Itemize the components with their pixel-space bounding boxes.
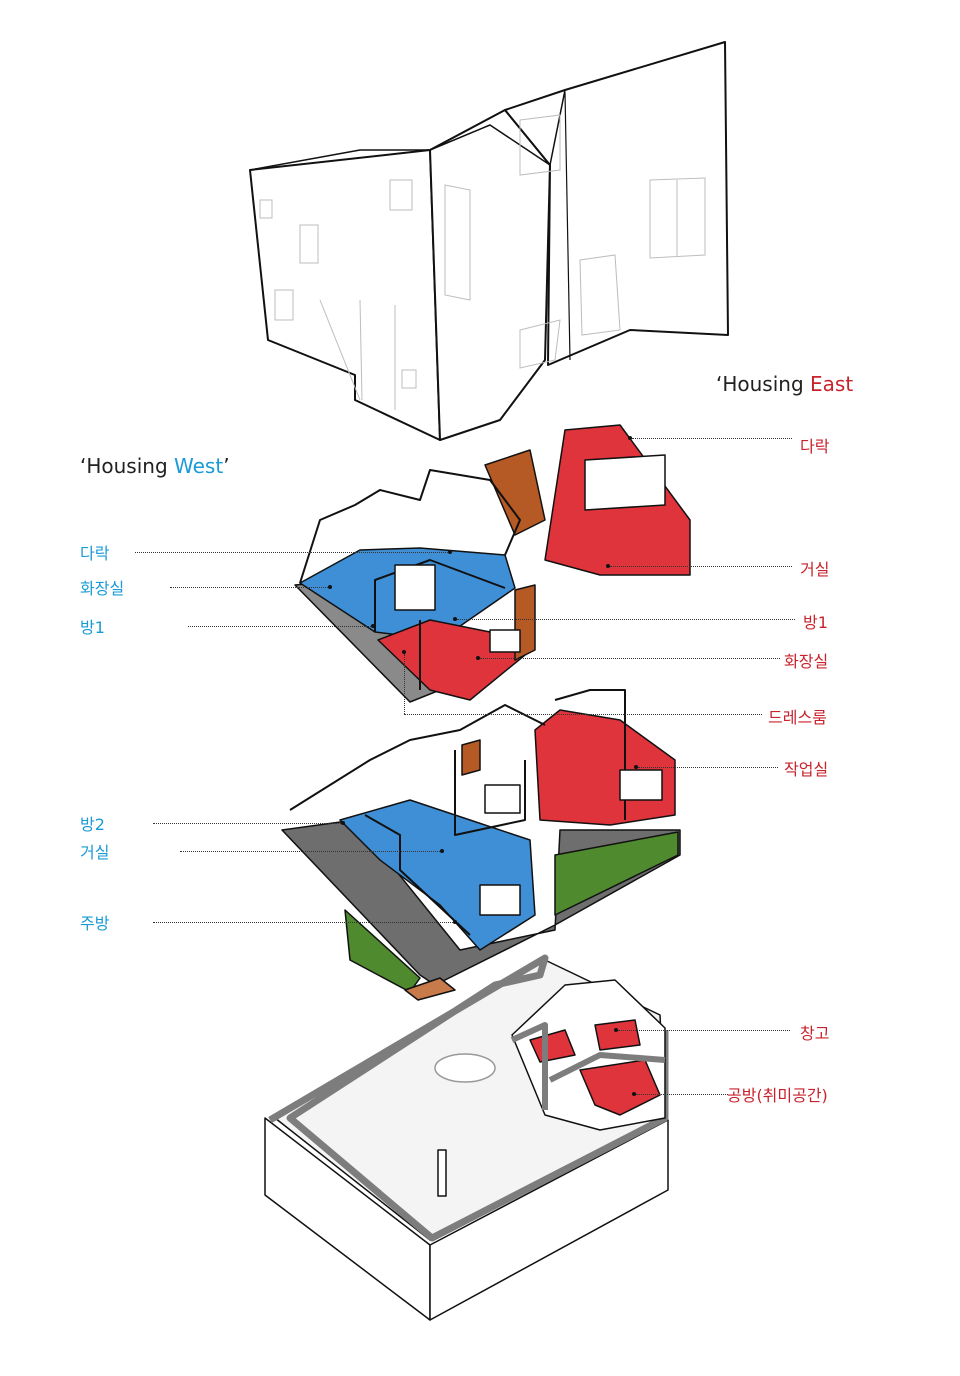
east-leader-attic — [632, 438, 792, 439]
west-dot-attic — [448, 550, 452, 554]
west-leader-bathroom — [170, 587, 330, 588]
upper-wood-stair — [484, 449, 546, 536]
west-leader-room2 — [153, 823, 343, 824]
west-label-bathroom: 화장실 — [80, 579, 125, 598]
basement-front-side — [429, 1119, 669, 1321]
west-label-attic: 다락 — [80, 544, 110, 563]
west-label-living: 거실 — [80, 843, 110, 862]
east-label-bathroom: 화장실 — [784, 652, 829, 671]
basement-perimeter-wall — [268, 954, 669, 1242]
east-label-storage: 창고 — [800, 1024, 830, 1043]
housing-east-title-highlight: East — [810, 372, 854, 396]
main-floor — [281, 689, 681, 1001]
east-leader-dressroom — [404, 714, 762, 715]
east-label-workshop: 공방(취미공간) — [727, 1086, 828, 1105]
roof-mid-face — [429, 109, 551, 441]
east-dot-dressroom — [402, 650, 406, 654]
west-dot-living — [440, 849, 444, 853]
east-label-attic: 다락 — [800, 437, 830, 456]
east-label-room1: 방1 — [803, 613, 828, 632]
west-dot-kitchen — [453, 920, 457, 924]
roof-massing — [249, 41, 729, 441]
east-leader-room1 — [457, 619, 795, 620]
basement-stair-red — [529, 1029, 576, 1063]
west-leader-living — [180, 851, 442, 852]
main-wood-path — [404, 977, 456, 1001]
roof-east-face — [504, 41, 729, 366]
housing-east-title: ‘Housing East — [716, 372, 853, 396]
housing-west-title-suffix: ’ — [223, 454, 230, 478]
upper-east-white-block — [584, 454, 666, 511]
housing-west-title: ‘Housing West’ — [80, 454, 230, 478]
east-label-living: 거실 — [800, 560, 830, 579]
west-label-room1: 방1 — [80, 618, 105, 637]
east-dot-storage — [614, 1028, 618, 1032]
housing-west-title-highlight: West — [174, 454, 224, 478]
east-dot-bathroom — [476, 656, 480, 660]
west-label-kitchen: 주방 — [80, 914, 110, 933]
west-leader-kitchen — [153, 922, 455, 923]
east-vleader-dressroom — [404, 654, 405, 714]
main-lawn-east — [554, 831, 679, 916]
housing-west-title-prefix: ‘Housing — [80, 454, 175, 478]
east-leader-storage — [618, 1030, 790, 1031]
east-dot-room1 — [453, 617, 457, 621]
basement-storage-red — [594, 1019, 641, 1051]
west-leader-room1 — [188, 626, 373, 627]
roof-faint-openings — [259, 114, 706, 410]
west-dot-room2 — [341, 821, 345, 825]
east-label-studio: 작업실 — [784, 760, 829, 779]
east-leader-workshop — [636, 1094, 728, 1095]
west-dot-room1 — [371, 624, 375, 628]
main-walls — [289, 704, 546, 811]
main-wood-stair — [461, 739, 481, 776]
west-label-room2: 방2 — [80, 815, 105, 834]
east-dot-living — [606, 564, 610, 568]
east-dot-workshop — [632, 1092, 636, 1096]
east-leader-studio — [638, 767, 778, 768]
upper-west-walls — [299, 469, 521, 584]
housing-east-title-prefix: ‘Housing — [716, 372, 811, 396]
basement — [264, 954, 669, 1321]
east-label-dressroom: 드레스룸 — [768, 708, 827, 727]
west-leader-attic — [135, 552, 450, 553]
east-dot-attic — [628, 436, 632, 440]
east-dot-studio — [634, 765, 638, 769]
basement-workshop-red — [579, 1059, 661, 1116]
upper-floor — [294, 424, 691, 703]
east-leader-bathroom — [480, 658, 780, 659]
east-leader-living — [610, 566, 792, 567]
west-dot-bathroom — [328, 585, 332, 589]
